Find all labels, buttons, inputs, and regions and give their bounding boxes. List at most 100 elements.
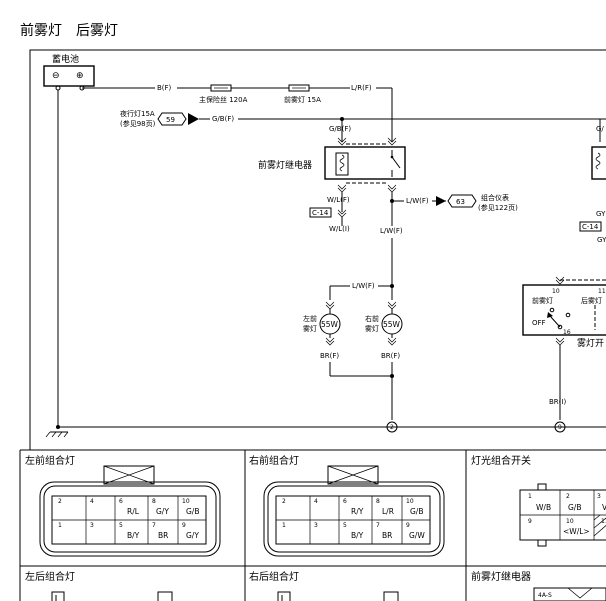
left-lamp-power: 55W <box>321 320 339 329</box>
svg-text:2: 2 <box>282 498 286 505</box>
right-front-combo-title: 右前组合灯 <box>249 454 299 467</box>
cluster-ref-line1: 组合仪表 <box>481 193 509 202</box>
switch-pin-b: 11 <box>598 288 606 295</box>
svg-text:6: 6 <box>119 498 123 505</box>
right-lamp-line2: 雾灯 <box>365 324 379 333</box>
main-fuse: 主保险丝 120A <box>199 84 248 104</box>
left-rear-combo-title: 左后组合灯 <box>25 570 75 583</box>
switch-rear-label: 后雾灯 <box>581 296 602 305</box>
left-fog-lamp: 55W 左前 雾灯 <box>303 301 341 346</box>
wire-label-g-b-f-relay: G/B(F) <box>329 125 351 133</box>
svg-text:L/R: L/R <box>382 507 394 516</box>
wire-label-br-f-right: BR(F) <box>381 352 400 360</box>
fog-fuse: 前雾灯 15A <box>284 84 321 104</box>
cluster-ref-line2: (参见122页) <box>478 203 518 212</box>
arrow-right-icon <box>188 113 199 125</box>
svg-text:R/L: R/L <box>127 507 140 516</box>
relay-coil <box>335 152 349 176</box>
switch-front-label: 前雾灯 <box>532 296 553 305</box>
svg-text:G/Y: G/Y <box>156 507 169 516</box>
svg-text:2: 2 <box>58 498 62 505</box>
svg-text:10: 10 <box>566 518 574 525</box>
fog-relay-conn-title: 前雾灯继电器 <box>471 570 531 583</box>
svg-text:11: 11 <box>601 518 606 525</box>
svg-text:3: 3 <box>597 493 601 500</box>
wire-label-gy-2: GY <box>597 236 606 244</box>
svg-text:10: 10 <box>406 498 414 505</box>
svg-text:B/Y: B/Y <box>351 531 364 540</box>
page-title: 前雾灯 后雾灯 <box>20 22 118 39</box>
svg-text:9: 9 <box>182 522 186 529</box>
battery: 蓄电池 ⊖ ⊕ <box>43 53 95 91</box>
svg-text:5: 5 <box>343 522 347 529</box>
svg-text:3: 3 <box>90 522 94 529</box>
battery-label: 蓄电池 <box>52 53 79 65</box>
left-front-combo-title: 左前组合灯 <box>25 454 75 467</box>
right-lamp-line1: 右前 <box>365 314 379 323</box>
light-switch-title: 灯光组合开关 <box>471 454 531 467</box>
svg-text:R/Y: R/Y <box>351 507 364 516</box>
svg-text:4: 4 <box>314 498 318 505</box>
lf-pins-top: 2 4 6 R/L 8 G/Y 10 G/B <box>58 498 199 516</box>
switch-pin-a: 10 <box>552 288 560 295</box>
svg-text:G/B: G/B <box>186 507 199 516</box>
ground-point-2 <box>386 421 398 433</box>
ground-point-9 <box>554 421 566 433</box>
svg-text:9: 9 <box>528 518 532 525</box>
svg-text:9: 9 <box>406 522 410 529</box>
svg-text:B/Y: B/Y <box>127 531 140 540</box>
rear-fog-relay <box>591 146 606 180</box>
svg-text:2: 2 <box>566 493 570 500</box>
arrow-right-icon <box>436 196 446 206</box>
wire-label-br-f-left: BR(F) <box>320 352 339 360</box>
tail-fuse-ref-num: 59 <box>166 116 175 124</box>
svg-text:BR: BR <box>158 531 168 540</box>
connector-c14-tag <box>309 207 332 218</box>
battery-box <box>43 65 95 87</box>
light-switch-connector: 1 W/B 2 G/B 3 V 9 10 <W/L> 11 <box>519 483 606 547</box>
svg-text:G/W: G/W <box>409 531 425 540</box>
svg-text:G/Y: G/Y <box>186 531 199 540</box>
diagram-frame <box>29 49 606 451</box>
svg-text:G/B: G/B <box>410 507 423 516</box>
switch-pin-c: 16 <box>563 329 571 336</box>
wire-label-w-l-f: W/L(F) <box>327 196 350 204</box>
right-lamp-power: 55W <box>383 320 401 329</box>
ground-point-9-label: 9 <box>558 424 562 431</box>
left-rear-connector <box>51 591 173 601</box>
right-fog-lamp: 55W 右前 雾灯 <box>365 301 403 346</box>
cluster-ref-num: 63 <box>456 198 465 206</box>
connector-c14-label: C-14 <box>312 209 329 217</box>
tail-fuse-line1: 夜行灯15A <box>120 109 155 118</box>
right-rear-connector <box>277 591 399 601</box>
switch-off-label: OFF <box>532 319 546 327</box>
ground-point-2-label: 2 <box>390 424 394 431</box>
svg-text:4: 4 <box>90 498 94 505</box>
svg-text:8: 8 <box>152 498 156 505</box>
svg-text:3: 3 <box>314 522 318 529</box>
svg-text:7: 7 <box>376 522 380 529</box>
wire-label-gy-1: GY <box>596 210 606 218</box>
right-front-connector: 2 4 6 R/Y 8 L/R 10 G/B 1 3 5 B/Y 7 BR 9 … <box>263 465 445 557</box>
svg-text:V: V <box>602 503 606 512</box>
tail-fuse-ref: 夜行灯15A (参见98页) 59 <box>120 109 199 128</box>
left-lamp-line1: 左前 <box>303 314 317 323</box>
wire-label-w-l-i: W/L(I) <box>329 225 350 233</box>
svg-text:G/B: G/B <box>568 503 581 512</box>
rf-pins-bottom: 1 3 5 B/Y 7 BR 9 G/W <box>282 522 425 540</box>
front-fog-relay: 前雾灯继电器 <box>258 137 406 193</box>
svg-text:W/B: W/B <box>536 503 551 512</box>
svg-text:8: 8 <box>376 498 380 505</box>
svg-text:7: 7 <box>152 522 156 529</box>
wire-label-g-b-f: G/B(F) <box>212 115 234 123</box>
lf-pins-bottom: 1 3 5 B/Y 7 BR 9 G/Y <box>58 522 199 540</box>
left-front-connector: 2 4 6 R/L 8 G/Y 10 G/B 1 3 5 B/Y 7 BR 9 … <box>39 465 221 557</box>
ground-symbol-icon <box>45 431 69 438</box>
battery-plus-icon: ⊕ <box>76 71 84 81</box>
svg-text:4A-S: 4A-S <box>538 592 552 599</box>
ref-tag-63 <box>447 194 477 208</box>
relay-label: 前雾灯继电器 <box>258 159 312 171</box>
fog-switch-label: 雾灯开 <box>577 338 604 349</box>
svg-text:10: 10 <box>182 498 190 505</box>
